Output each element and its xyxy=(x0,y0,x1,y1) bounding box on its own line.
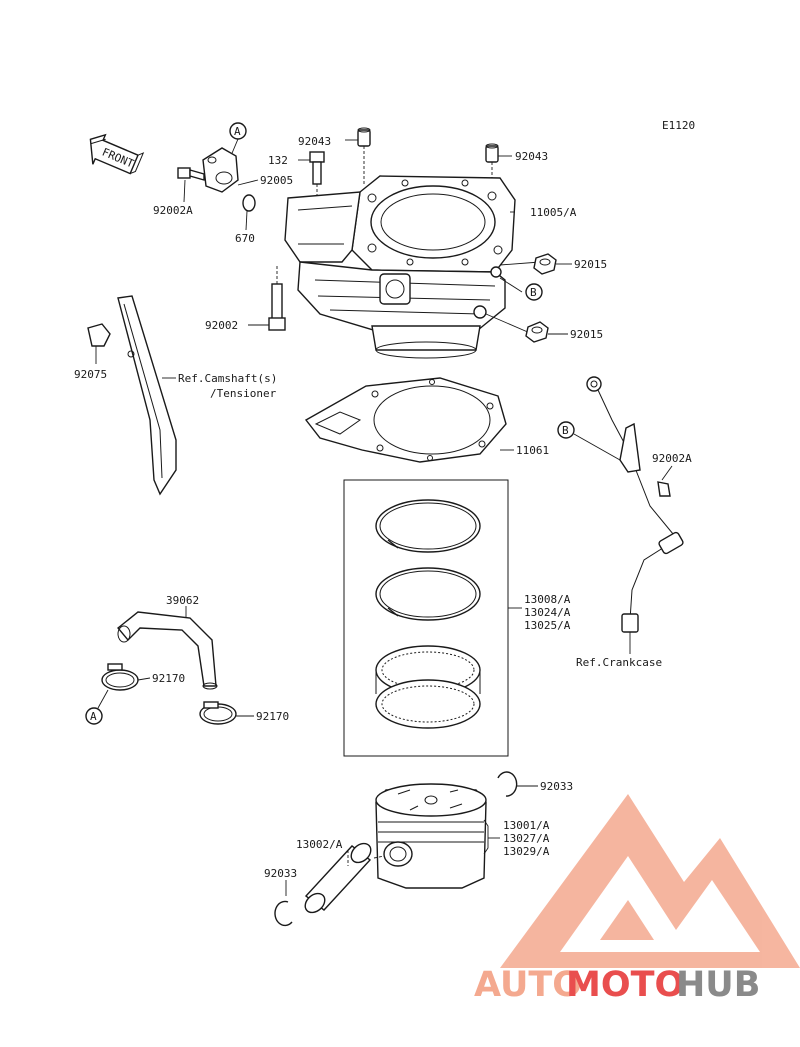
svg-text:A: A xyxy=(234,125,241,138)
label-13024a: 13024/A xyxy=(524,606,571,619)
oil-pipe xyxy=(586,376,684,633)
label-132: 132 xyxy=(268,154,288,167)
label-13027a: 13027/A xyxy=(503,832,550,845)
label-92033-top: 92033 xyxy=(540,780,573,793)
circlip-top xyxy=(497,771,518,797)
circlip-left xyxy=(274,900,293,927)
label-92170-left: 92170 xyxy=(152,672,185,685)
dowel-pin-right xyxy=(485,143,499,163)
second-ring xyxy=(375,567,481,621)
label-39062: 39062 xyxy=(166,594,199,607)
water-fitting xyxy=(202,147,239,193)
label-92043-right: 92043 xyxy=(515,150,548,163)
label-92033-left: 92033 xyxy=(264,867,297,880)
svg-text:AUTO: AUTO xyxy=(474,965,582,1005)
label-ref-tensioner: /Tensioner xyxy=(210,387,277,400)
label-92043-left: 92043 xyxy=(298,135,331,148)
callout-a-top: A xyxy=(229,122,247,159)
bolt-132 xyxy=(309,151,325,185)
watermark-text: AUTO MOTO HUB xyxy=(474,965,760,1005)
label-11005a: 11005/A xyxy=(530,206,577,219)
label-92015-top: 92015 xyxy=(574,258,607,271)
label-11061: 11061 xyxy=(516,444,549,457)
svg-text:HUB: HUB xyxy=(676,965,760,1005)
label-ref-crankcase: Ref.Crankcase xyxy=(576,656,662,669)
piston-pin xyxy=(304,842,372,914)
o-ring-670 xyxy=(242,194,256,212)
nut-92015-bottom xyxy=(525,321,549,343)
callout-b-pipe: B xyxy=(557,421,575,439)
water-hose-39062 xyxy=(117,611,218,690)
guide-pin-92075 xyxy=(87,323,111,347)
label-670: 670 xyxy=(235,232,255,245)
callout-b-block: B xyxy=(525,283,543,301)
nut-92015-top xyxy=(533,253,557,275)
label-92002a-right: 92002A xyxy=(652,452,692,465)
label-92015-bottom: 92015 xyxy=(570,328,603,341)
cylinder-gasket xyxy=(304,377,507,463)
oil-ring xyxy=(375,645,481,729)
front-arrow-icon: FRONT xyxy=(89,133,145,175)
label-92002: 92002 xyxy=(205,319,238,332)
label-13025a: 13025/A xyxy=(524,619,571,632)
cylinder-block xyxy=(284,175,516,359)
label-ref-camshaft: Ref.Camshaft(s) xyxy=(178,372,277,385)
bolt-92002a-left xyxy=(177,167,205,181)
label-13001a: 13001/A xyxy=(503,819,550,832)
bolt-92002a-right xyxy=(657,481,671,497)
chain-guide xyxy=(117,295,177,496)
callout-a-bottom: A xyxy=(85,689,109,725)
label-13029a: 13029/A xyxy=(503,845,550,858)
svg-text:B: B xyxy=(530,286,537,299)
svg-text:B: B xyxy=(562,424,569,437)
label-92170-right: 92170 xyxy=(256,710,289,723)
watermark-logo xyxy=(500,794,800,968)
dowel-pin-left xyxy=(357,127,371,147)
label-92002a-left: 92002A xyxy=(153,204,193,217)
label-13008a: 13008/A xyxy=(524,593,571,606)
svg-text:A: A xyxy=(90,710,97,723)
diagram-code: E1120 xyxy=(662,119,695,132)
svg-text:MOTO: MOTO xyxy=(566,965,684,1005)
hose-clamp-left xyxy=(101,663,139,691)
label-92075: 92075 xyxy=(74,368,107,381)
piston xyxy=(375,783,487,889)
bolt-92002 xyxy=(268,283,286,331)
label-13002a: 13002/A xyxy=(296,838,343,851)
ring-set-box xyxy=(343,479,509,757)
label-92005: 92005 xyxy=(260,174,293,187)
hose-clamp-right xyxy=(199,701,237,725)
top-ring xyxy=(375,499,481,553)
